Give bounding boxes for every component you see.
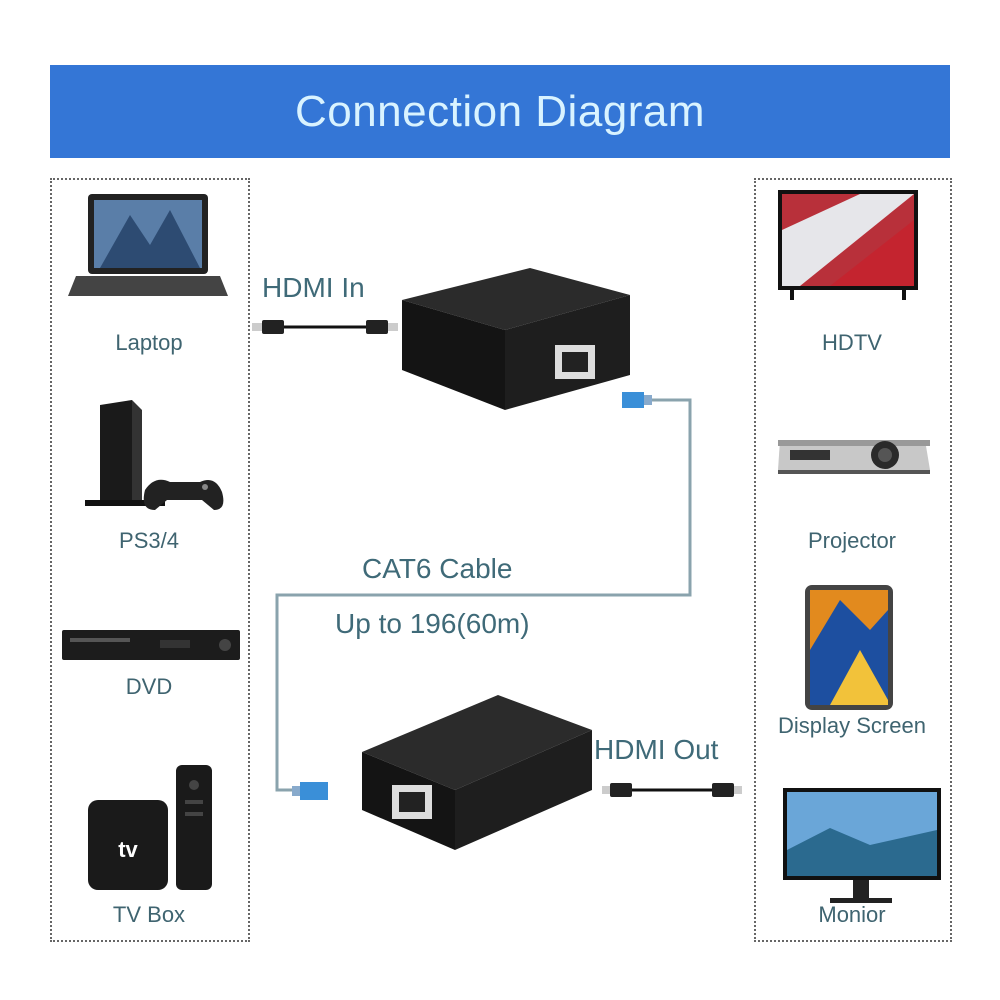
game-console-icon bbox=[85, 400, 224, 510]
tv-icon bbox=[778, 190, 918, 300]
tv-box-badge: tv bbox=[118, 837, 138, 862]
source-label-tv-box: TV Box bbox=[112, 902, 186, 927]
display-label-projector: Projector bbox=[807, 528, 897, 553]
header-banner: Connection Diagram bbox=[50, 65, 950, 158]
page-title: Connection Diagram bbox=[294, 86, 706, 136]
rj45-plug-top bbox=[622, 392, 652, 408]
cat6-cable bbox=[275, 398, 692, 792]
source-label-laptop: Laptop bbox=[115, 330, 183, 355]
display-devices-panel bbox=[754, 178, 952, 942]
hdmi-in-cable bbox=[252, 320, 398, 334]
display-label-screen: Display Screen bbox=[778, 713, 926, 738]
display-label-monitor: Monior bbox=[818, 902, 886, 927]
cable-type-label: CAT6 Cable bbox=[362, 553, 513, 584]
source-label-dvd: DVD bbox=[125, 674, 173, 699]
hdmi-receiver bbox=[362, 695, 592, 850]
tablet-icon bbox=[805, 585, 893, 710]
projector-icon bbox=[778, 440, 930, 474]
source-label-ps: PS3/4 bbox=[119, 528, 179, 553]
cable-range-label: Up to 196(60m) bbox=[335, 608, 530, 639]
source-devices-panel bbox=[50, 178, 250, 942]
hdmi-transmitter bbox=[402, 268, 630, 410]
monitor-icon bbox=[783, 788, 941, 903]
tv-box-icon bbox=[88, 765, 212, 890]
laptop-icon bbox=[68, 194, 228, 296]
hdmi-in-label: HDMI In bbox=[262, 272, 365, 303]
hdmi-out-label: HDMI Out bbox=[594, 734, 719, 765]
display-label-hdtv: HDTV bbox=[822, 330, 882, 355]
dvd-player-icon bbox=[62, 630, 240, 660]
rj45-plug-bottom bbox=[292, 782, 328, 800]
hdmi-out-cable bbox=[602, 783, 742, 797]
